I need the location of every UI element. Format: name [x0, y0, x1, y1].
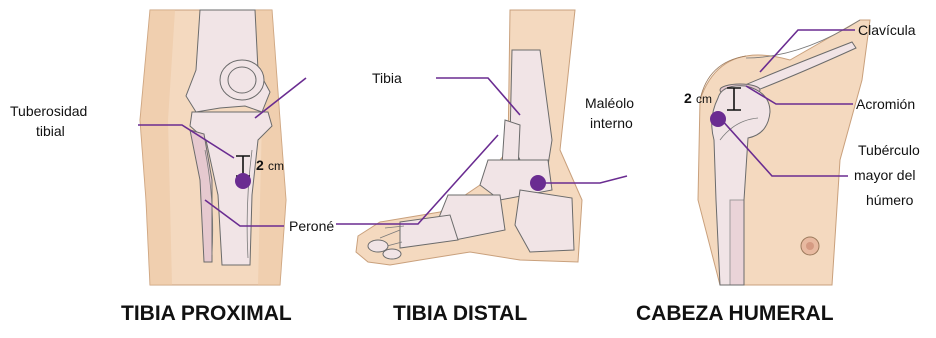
caption-tibia-proximal: TIBIA PROXIMAL [121, 302, 292, 325]
foot-illustration [356, 10, 582, 265]
tubercle-label-line2: mayor del [854, 167, 915, 183]
caption-tibia-distal: TIBIA DISTAL [393, 302, 527, 325]
tubercle-label-line1: Tubérculo [858, 142, 920, 158]
tuberosity-label-line1: Tuberosidad [10, 103, 87, 119]
patella-shape [220, 60, 264, 100]
proximal-site-marker [235, 173, 251, 189]
caption-cabeza-humeral: CABEZA HUMERAL [636, 302, 834, 325]
humeral-site-marker [710, 111, 726, 127]
proximal-measure-value: 2 [256, 157, 264, 173]
humeral-measure-value: 2 [684, 90, 692, 106]
humeral-measure-unit: cm [696, 92, 712, 106]
tibia-label: Tibia [372, 70, 402, 86]
distal-site-marker [530, 175, 546, 191]
shoulder-illustration [698, 20, 870, 285]
tubercle-label-line3: húmero [866, 192, 914, 208]
clavicle-label: Clavícula [858, 22, 916, 38]
malleolus-label-line1: Maléolo [585, 95, 634, 111]
acromion-label: Acromión [856, 96, 915, 112]
fibula-label: Peroné [289, 218, 334, 234]
proximal-measure-unit: cm [268, 159, 284, 173]
malleolus-label-line2: interno [590, 115, 633, 131]
knee-illustration [140, 10, 286, 285]
tuberosity-label-line2: tibial [36, 123, 65, 139]
